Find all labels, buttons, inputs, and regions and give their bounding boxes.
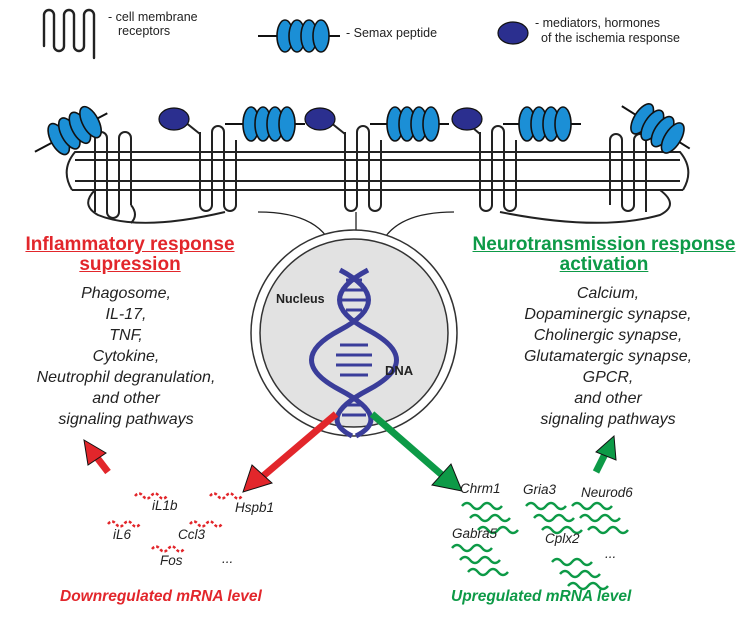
receptor-5 xyxy=(609,133,647,212)
downregulated-mrna-marks xyxy=(107,492,243,553)
gene-il1b: iL1b xyxy=(152,498,178,513)
cell-membrane xyxy=(65,151,690,224)
gene-il6: iL6 xyxy=(113,527,132,542)
right-panel-title-2: activation xyxy=(559,254,649,275)
right-pathway-5: GPCR, xyxy=(582,369,634,386)
gene-ccl3: Ccl3 xyxy=(178,527,206,542)
legend-mediator-text-2: of the ischemia response xyxy=(541,31,680,45)
left-pathway-6: and other xyxy=(92,390,160,407)
receptor-4 xyxy=(479,125,517,212)
left-panel-title-2: supression xyxy=(79,254,181,275)
right-pathway-4: Glutamatergic synapse, xyxy=(523,348,693,365)
legend-mediator-icon xyxy=(497,21,529,45)
green-arrow-up xyxy=(592,434,617,474)
legend-receptor-text-1: - cell membrane xyxy=(108,10,198,24)
nucleus-label: Nucleus xyxy=(276,292,325,306)
left-pathway-7: signaling pathways xyxy=(58,411,194,428)
left-pathway-2: IL-17, xyxy=(105,306,147,323)
right-pathway-7: signaling pathways xyxy=(540,411,676,428)
legend-semax-text: - Semax peptide xyxy=(346,26,438,40)
footer-upregulated: Upregulated mRNA level xyxy=(451,588,632,605)
semax-peptide-4 xyxy=(503,106,581,142)
semax-peptide-3 xyxy=(370,106,449,142)
right-pathway-6: and other xyxy=(574,390,642,407)
right-panel-title-1: Neurotransmission response xyxy=(472,234,736,255)
receptor-3 xyxy=(344,125,382,212)
red-arrow-up xyxy=(83,439,111,475)
gene-fos: Fos xyxy=(160,553,183,568)
red-arrow-down xyxy=(242,411,339,493)
dna-label: DNA xyxy=(385,363,414,378)
gene-gabra5: Gabra5 xyxy=(452,526,498,541)
footer-downregulated: Downregulated mRNA level xyxy=(60,588,262,605)
down-gene-ellipsis: ... xyxy=(222,551,234,566)
left-pathway-4: Cytokine, xyxy=(92,348,160,365)
receptor-2 xyxy=(199,125,237,212)
dna-rungs xyxy=(336,278,372,417)
dna-helix xyxy=(309,267,399,439)
legend-receptor-text-2: receptors xyxy=(118,24,171,38)
green-arrow-down xyxy=(369,411,463,492)
gene-neurod6: Neurod6 xyxy=(581,485,633,500)
nucleus xyxy=(250,229,458,437)
mediator-2 xyxy=(304,107,346,135)
upregulated-mrna-marks xyxy=(451,501,629,591)
gene-chrm1: Chrm1 xyxy=(460,481,501,496)
semax-peptide-1 xyxy=(34,105,108,156)
semax-peptide-5 xyxy=(621,103,691,154)
legend-receptor-icon xyxy=(42,8,96,60)
left-panel-title-1: Inflammatory response xyxy=(25,234,235,255)
receptor-1 xyxy=(94,131,136,224)
right-pathway-1: Calcium, xyxy=(576,285,640,302)
right-pathway-3: Cholinergic synapse, xyxy=(533,327,683,344)
up-gene-ellipsis: ... xyxy=(605,546,617,561)
legend-semax-icon xyxy=(258,19,340,53)
left-pathway-3: TNF, xyxy=(109,327,143,344)
semax-peptide-2 xyxy=(225,106,305,142)
gene-hspb1: Hspb1 xyxy=(235,500,275,515)
gene-cplx2: Cplx2 xyxy=(545,531,580,546)
gene-gria3: Gria3 xyxy=(523,482,557,497)
mediator-3 xyxy=(451,107,483,135)
left-pathway-1: Phagosome, xyxy=(81,285,171,302)
right-pathway-2: Dopaminergic synapse, xyxy=(524,306,692,323)
legend-mediator-text-1: - mediators, hormones xyxy=(535,16,661,30)
left-pathway-5: Neutrophil degranulation, xyxy=(36,369,216,386)
mediator-1 xyxy=(158,107,201,135)
